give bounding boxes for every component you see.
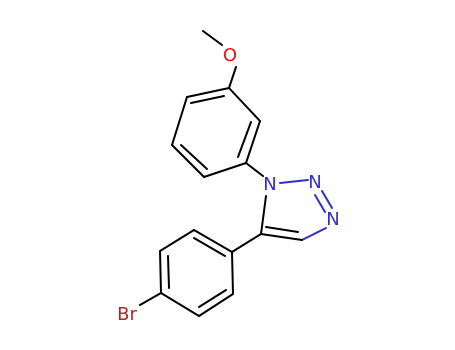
bond-n2-n3-b — [314, 194, 326, 213]
atom-label-bromine: Br — [117, 304, 137, 325]
ring1-bond-2 — [171, 96, 188, 146]
ring1-bond-5 — [245, 120, 261, 164]
bond-ring2-br — [139, 292, 162, 306]
ring1-bond-1-inner — [190, 95, 225, 104]
ring2-bond-4 — [160, 292, 200, 317]
ring1-bond-1 — [186, 87, 230, 98]
atom-label-nitrogen-3: N — [326, 209, 339, 230]
bond-c5-ring2 — [231, 233, 262, 253]
ring2-bond-1 — [193, 229, 233, 253]
bond-c4-c5 — [260, 233, 303, 241]
triazole-ring — [245, 162, 333, 241]
bond-ring1-n1 — [245, 162, 264, 177]
ring2-bond-1-inner — [193, 237, 226, 257]
atom-label-oxygen: O — [223, 45, 237, 66]
bond-n3-c4 — [301, 227, 327, 241]
ring2-bond-3 — [159, 250, 162, 294]
ring1-bond-3 — [171, 144, 205, 178]
ring2-bond-6 — [231, 251, 234, 295]
methoxy-group — [202, 30, 237, 89]
bond-c5-n1 — [260, 195, 267, 235]
bond-n1-n2 — [279, 179, 309, 184]
atom-label-nitrogen-2: N — [308, 172, 321, 193]
atom-labels: O N N N Br — [117, 45, 340, 325]
ring1-bond-6 — [228, 87, 261, 122]
bond-n2-n3-a — [321, 190, 333, 209]
ring1-bond-5-inner — [237, 121, 252, 158]
ring2-bond-5-inner — [198, 289, 227, 308]
ring1-bond-4 — [203, 162, 247, 178]
bond-o-ring — [228, 66, 237, 89]
atom-label-nitrogen-1: N — [263, 174, 276, 195]
ring1-bond-3-inner — [180, 144, 208, 170]
ring2-bond-2 — [159, 229, 195, 252]
bond-c4-c5-inner — [265, 226, 299, 233]
ring2-bond-3-inner — [167, 255, 170, 289]
methoxyphenyl-ring — [171, 87, 261, 178]
bromophenyl-ring — [139, 229, 262, 317]
ring2-bond-5 — [198, 293, 234, 317]
bond-ch3-o — [202, 30, 223, 46]
